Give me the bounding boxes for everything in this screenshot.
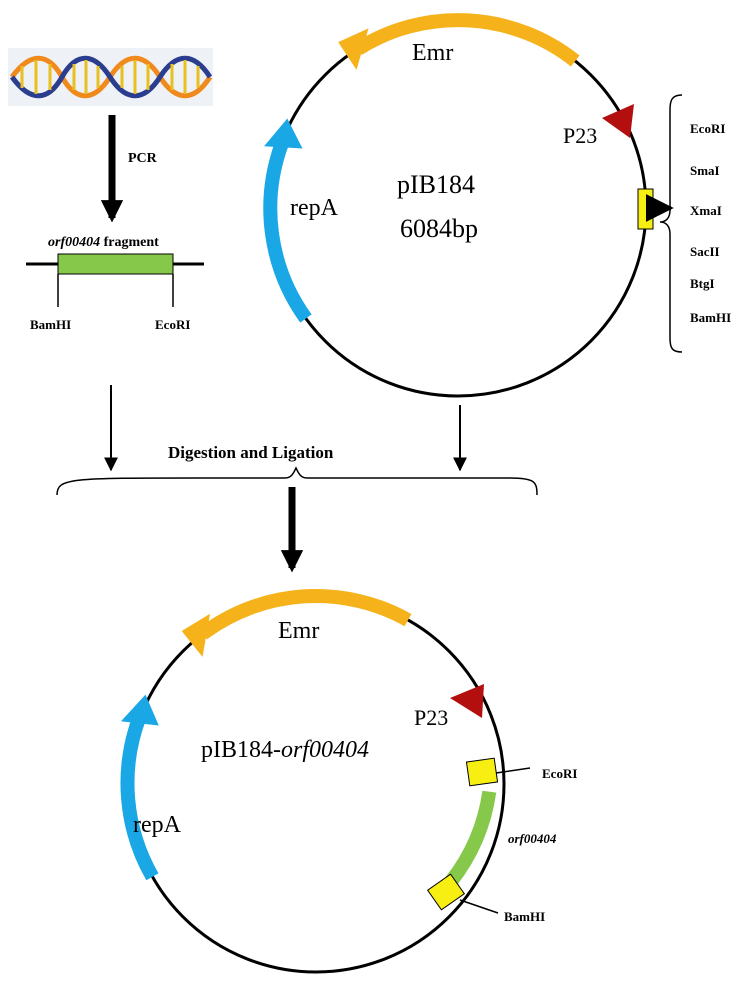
plasmid-top-size: 6084bp: [400, 214, 478, 243]
p23-promoter-icon: [450, 684, 484, 718]
fragment-suffix: fragment: [100, 235, 159, 250]
fragment-label: orf00404 fragment: [48, 235, 159, 250]
step-label: Digestion and Ligation: [168, 443, 334, 462]
plasmid-bottom: [120, 588, 531, 974]
bamhi-site-box: [426, 873, 466, 911]
plasmid-bottom-emr-label: Emr: [278, 618, 319, 644]
merge-bracket: [56, 466, 538, 496]
plasmid-bottom-name-insert: orf00404: [281, 737, 369, 763]
insert-label: orf00404: [508, 831, 557, 846]
ecori-leader: [495, 767, 531, 774]
plasmid-top-emr-label: Emr: [412, 40, 453, 66]
plasmid-bottom-backbone: [126, 594, 506, 974]
repa-arc: [263, 141, 312, 323]
plasmid-bottom-p23-label: P23: [414, 705, 448, 730]
bamhi-site-label: BamHI: [504, 909, 545, 924]
mcs-box: [637, 188, 654, 230]
fragment-insert: [57, 253, 174, 275]
repa-arrowhead: [264, 118, 303, 149]
p23-promoter-icon: [602, 104, 634, 138]
repa-arc: [120, 716, 159, 881]
insert-arc: [445, 790, 497, 886]
mcs-bracket: [659, 94, 683, 353]
plasmid-bottom-name: pIB184-orf00404: [201, 737, 369, 763]
emr-arrowhead: [338, 28, 369, 70]
emr-arc: [354, 13, 580, 67]
fragment-right-site: EcoRI: [155, 317, 190, 332]
emr-arc: [198, 588, 412, 640]
fragment-name: orf00404: [48, 235, 100, 250]
plasmid-top-p23-label: P23: [563, 123, 597, 148]
plasmid-top-repa-label: repA: [290, 195, 339, 221]
repa-arrowhead: [121, 694, 159, 726]
mcs-site: XmaI: [690, 203, 722, 218]
plasmid-bottom-name-prefix: pIB184-: [201, 737, 281, 763]
plasmid-top: [263, 13, 674, 398]
plasmid-bottom-repa-label: repA: [133, 812, 182, 838]
bamhi-leader: [459, 899, 499, 914]
ecori-site-label: EcoRI: [542, 766, 577, 781]
fragment-left-site: BamHI: [30, 317, 71, 332]
mcs-site-list: EcoRI SmaI XmaI SacII BtgI BamHI: [690, 121, 731, 325]
mcs-site: SacII: [690, 244, 720, 259]
plasmid-top-name: pIB184: [397, 170, 475, 199]
pcr-label: PCR: [128, 151, 158, 166]
emr-arrowhead: [181, 613, 210, 657]
pcr-fragment: [26, 253, 204, 307]
ecori-site-box: [465, 757, 499, 787]
mcs-site: BtgI: [690, 276, 715, 291]
mcs-site: EcoRI: [690, 121, 725, 136]
mcs-site: BamHI: [690, 310, 731, 325]
mcs-site: SmaI: [690, 163, 720, 178]
dna-helix-icon: [8, 48, 213, 106]
